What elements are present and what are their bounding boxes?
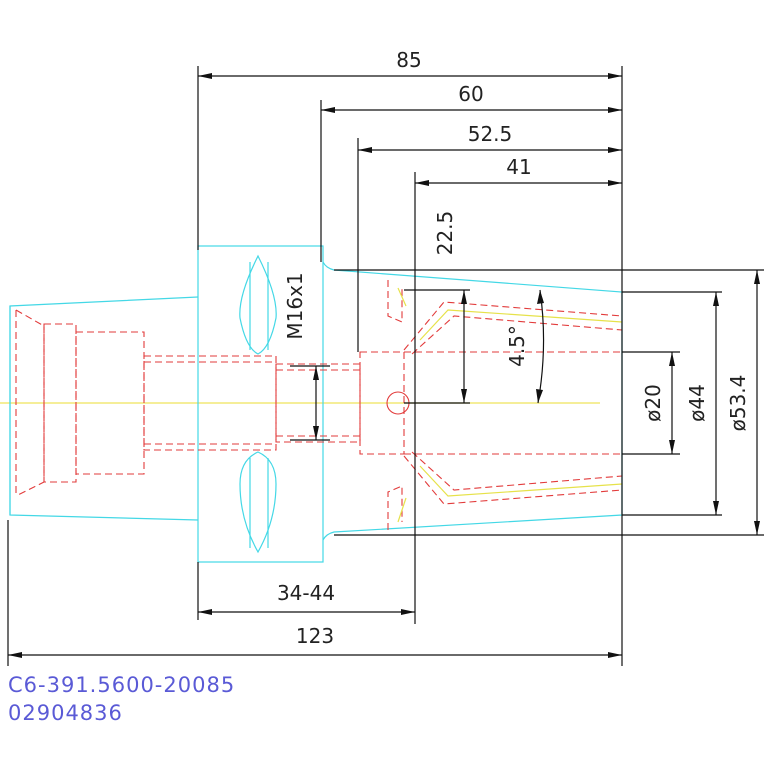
dim-thread-label: M16x1 <box>283 272 307 339</box>
dim-angle-label: 4.5° <box>505 325 529 367</box>
part-code: C6-391.5600-20085 <box>8 673 235 697</box>
collet-segments <box>397 287 623 523</box>
dim-60-label: 60 <box>458 82 483 106</box>
dim-85-label: 85 <box>396 48 421 72</box>
dim-dia53-4-label: ø53.4 <box>726 375 750 432</box>
part-number: 02904836 <box>8 701 123 725</box>
dim-22-5-label: 22.5 <box>433 211 457 256</box>
dim-range-label: 34-44 <box>277 581 335 605</box>
part-outline <box>9 245 623 563</box>
dim-dia44-label: ø44 <box>685 384 709 422</box>
dim-123-label: 123 <box>296 624 334 648</box>
dim-52-5-label: 52.5 <box>468 122 513 146</box>
dimension-lines <box>7 66 764 666</box>
dim-41-label: 41 <box>506 155 531 179</box>
hidden-lines <box>15 280 623 530</box>
dim-dia20-label: ø20 <box>641 384 665 422</box>
